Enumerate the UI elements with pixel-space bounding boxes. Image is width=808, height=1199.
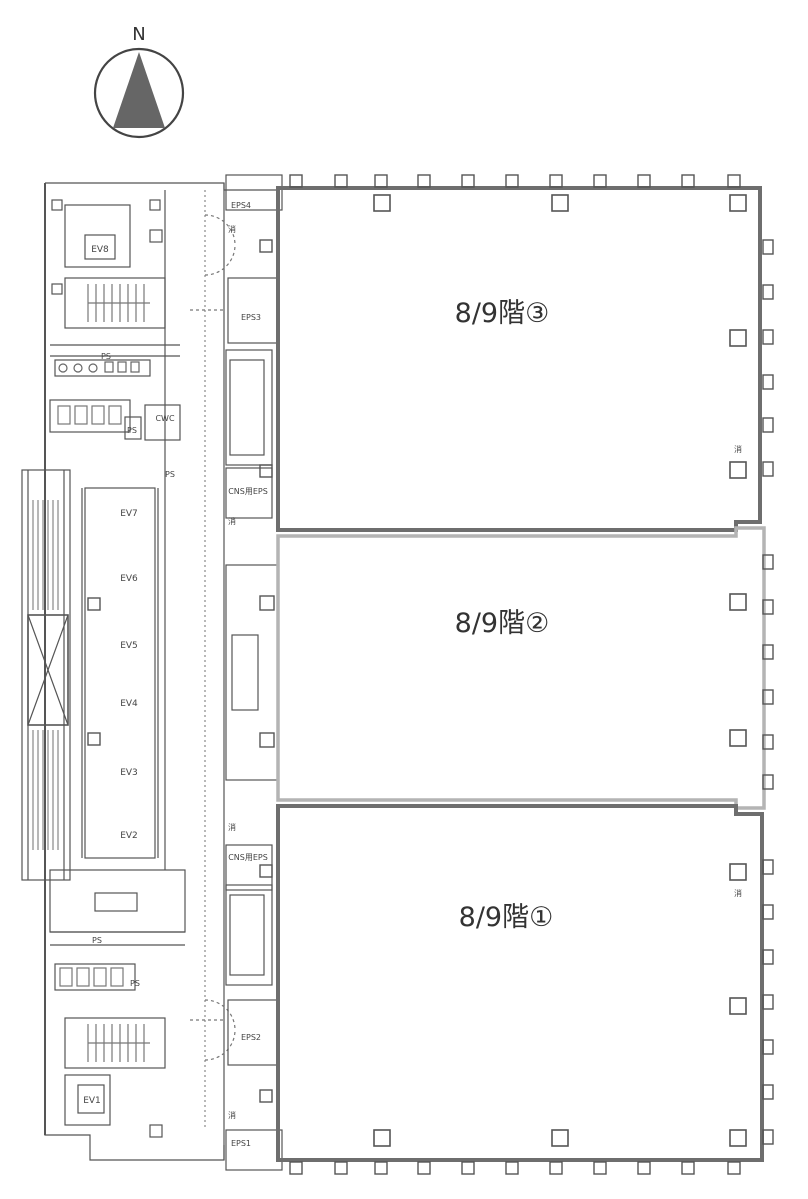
stair-bottom (64, 1017, 166, 1069)
ps-top-label: PS (101, 352, 111, 361)
ps-bottom-label: PS (92, 936, 102, 945)
tenant-area (87, 174, 774, 1175)
ps-mid1-label: PS (127, 426, 137, 435)
ev1-box (77, 1084, 105, 1114)
eps2-label: EPS2 (241, 1033, 261, 1042)
unit-1-label: 8/9階① (459, 902, 554, 933)
columns-corridor (87, 239, 275, 1103)
cns-eps-bottom-label: CNS用EPS (228, 853, 268, 862)
compass-circle (93, 47, 185, 139)
ev8-label: EV8 (91, 245, 109, 255)
eps1-label: EPS1 (231, 1139, 251, 1148)
hydrant-mark-6: 消 (734, 888, 742, 898)
ev3-label: EV3 (120, 768, 138, 778)
escalator-void (21, 469, 71, 881)
hydrant-mark-2: 消 (228, 516, 236, 526)
structural-columns (373, 194, 747, 1147)
north-arrow-icon (113, 52, 165, 128)
labels: N 8/9階③ 8/9階② 8/9階① EV8 EV7 EV6 EV5 EV4 … (83, 24, 742, 1148)
hydrant-mark-1: 消 (228, 224, 236, 234)
ps-mid2-label: PS (165, 470, 175, 479)
unit-2-outline (276, 526, 766, 810)
compass-label: N (132, 24, 145, 45)
columns-right (762, 239, 774, 1145)
hydrant-mark-3: 消 (228, 822, 236, 832)
columns-top (289, 174, 741, 188)
unit-2-label: 8/9階② (455, 608, 550, 639)
eps3-label: EPS3 (241, 313, 261, 322)
compass (93, 47, 185, 139)
unit-1-outline (276, 804, 764, 1162)
hydrant-mark-4: 消 (228, 1110, 236, 1120)
ev4-label: EV4 (120, 699, 138, 709)
elevator-bank (84, 487, 156, 859)
ev2-label: EV2 (120, 831, 138, 841)
core-area (21, 182, 280, 1161)
ev7-label: EV7 (120, 509, 138, 519)
ev5-label: EV5 (120, 641, 138, 651)
unit-3-label: 8/9階③ (455, 298, 550, 329)
unit-3-outline (276, 186, 762, 532)
core-block-mid (225, 564, 279, 781)
hydrant-mark-5: 消 (734, 444, 742, 454)
ev8-box (84, 234, 116, 260)
eps4-label: EPS4 (231, 201, 251, 210)
ps-bottom2-label: PS (130, 979, 140, 988)
columns-bottom (289, 1161, 741, 1175)
ev1-label: EV1 (83, 1096, 101, 1106)
shaft-column (225, 174, 283, 1171)
cns-eps-top-label: CNS用EPS (228, 487, 268, 496)
stair-top (64, 277, 166, 329)
cwc-label: CWC (155, 414, 174, 423)
ev6-label: EV6 (120, 574, 138, 584)
